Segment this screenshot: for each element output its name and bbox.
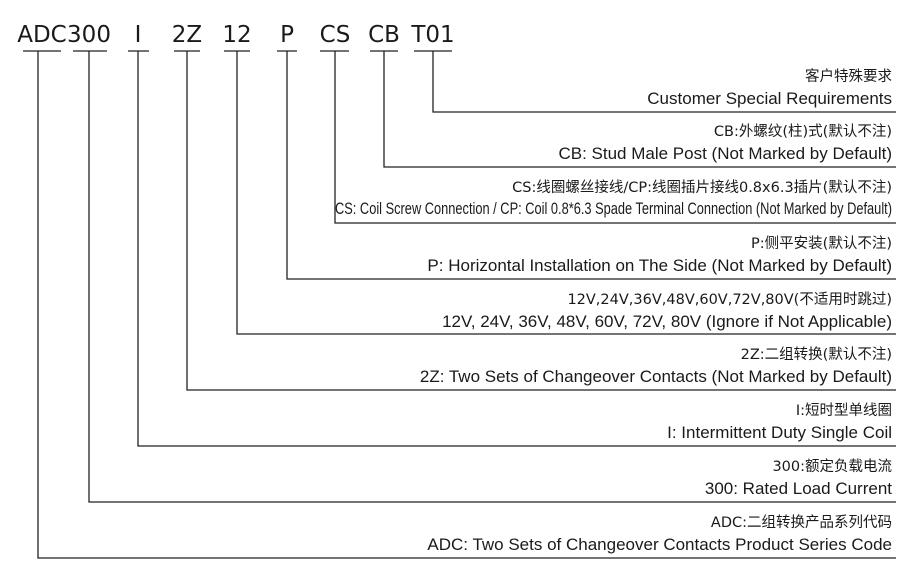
desc-2z-en: 2Z: Two Sets of Changeover Contacts (Not… — [420, 367, 892, 386]
desc-cs-zh: CS:线圈螺丝接线/CP:线圈插片接线0.8x6.3插片(默认不注) — [512, 179, 892, 196]
leader-t01 — [432, 51, 896, 113]
desc-p-zh: P:侧平安装(默认不注) — [751, 235, 892, 252]
desc-12-en: 12V, 24V, 36V, 48V, 60V, 72V, 80V (Ignor… — [442, 312, 892, 331]
desc-adc-zh: ADC:二组转换产品系列代码 — [711, 514, 892, 531]
desc-cb-zh: CB:外螺纹(柱)式(默认不注) — [714, 123, 892, 140]
desc-cb-en: CB: Stud Male Post (Not Marked by Defaul… — [558, 144, 892, 163]
desc-i-en: I: Intermittent Duty Single Coil — [667, 423, 892, 442]
leader-cb — [383, 51, 896, 168]
leader-p — [286, 51, 896, 280]
code-p: P — [280, 22, 294, 48]
leader-2z — [186, 51, 896, 391]
desc-t01-zh: 客户特殊要求 — [805, 68, 892, 85]
leader-300 — [88, 51, 896, 503]
leader-cs — [334, 51, 896, 224]
code-2z: 2Z — [172, 22, 202, 48]
desc-i-zh: I:短时型单线圈 — [796, 402, 892, 419]
code-i: I — [135, 22, 142, 48]
leader-lines — [37, 51, 896, 559]
desc-2z-zh: 2Z:二组转换(默认不注) — [741, 346, 892, 363]
desc-adc-en: ADC: Two Sets of Changeover Contacts Pro… — [427, 535, 892, 554]
code-adc: ADC — [17, 22, 67, 48]
desc-300-zh: 300:额定负载电流 — [772, 458, 892, 475]
desc-t01-en: Customer Special Requirements — [647, 89, 892, 108]
code-cb: CB — [368, 22, 400, 48]
leader-i — [137, 51, 896, 447]
code-cs: CS — [320, 22, 351, 48]
code-300: 300 — [67, 22, 111, 48]
desc-300-en: 300: Rated Load Current — [705, 479, 892, 498]
leader-adc — [37, 51, 896, 559]
descriptions: 客户特殊要求 Customer Special Requirements CB:… — [335, 68, 892, 554]
code-t01: T01 — [410, 22, 454, 48]
code-row: ADC 300 I 2Z 12 P CS CB T01 — [17, 22, 454, 48]
desc-p-en: P: Horizontal Installation on The Side (… — [427, 256, 892, 275]
desc-12-zh: 12V,24V,36V,48V,60V,72V,80V(不适用时跳过) — [567, 291, 892, 308]
desc-cs-en: CS: Coil Screw Connection / CP: Coil 0.8… — [335, 199, 892, 218]
code-12: 12 — [222, 22, 251, 48]
leader-12 — [236, 51, 896, 335]
